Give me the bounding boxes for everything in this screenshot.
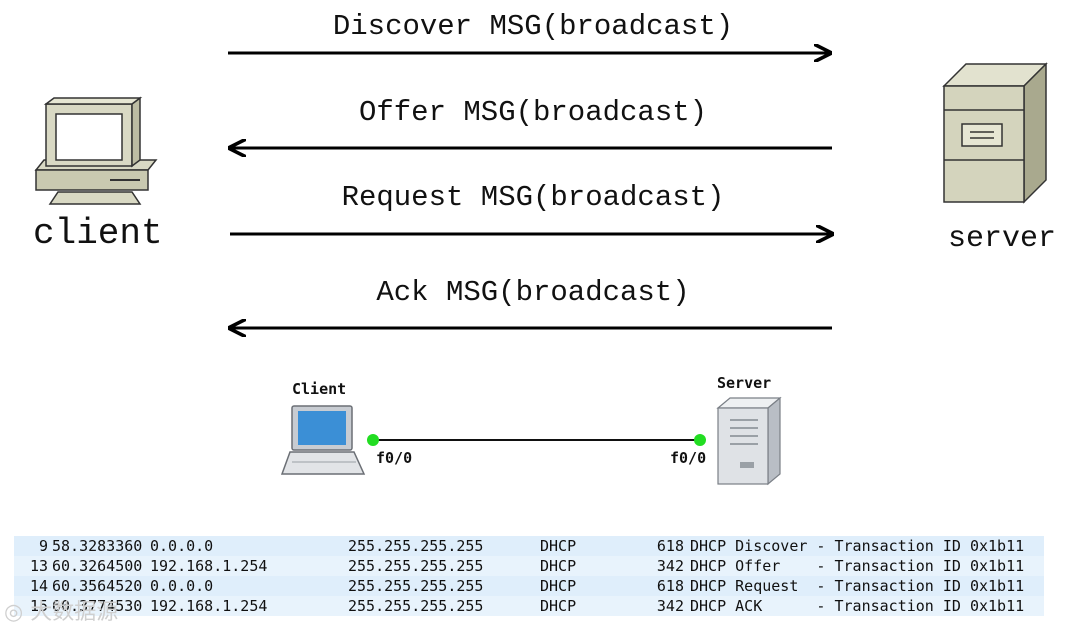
packet-no: 13	[29, 557, 48, 575]
packet-no: 14	[29, 577, 48, 595]
packet-row[interactable]: 14 60.3564520 0.0.0.0 255.255.255.255 DH…	[14, 576, 1044, 596]
packet-protocol: DHCP	[540, 597, 577, 615]
packet-destination: 255.255.255.255	[348, 557, 484, 575]
client-port-dot	[367, 434, 379, 446]
discover-label: Discover MSG(broadcast)	[332, 10, 734, 43]
server-label: server	[948, 222, 1057, 256]
server-port-label: f0/0	[670, 449, 707, 467]
packet-info: DHCP Request - Transaction ID 0x1b11	[690, 577, 1025, 595]
ack-label: Ack MSG(broadcast)	[376, 276, 690, 309]
packet-length: 342	[656, 597, 684, 615]
packet-row[interactable]: 15 60.3774530 192.168.1.254 255.255.255.…	[14, 596, 1044, 616]
packet-destination: 255.255.255.255	[348, 537, 484, 555]
client-label: client	[33, 213, 163, 254]
packet-no: 9	[38, 537, 48, 555]
packet-row[interactable]: 13 60.3264500 192.168.1.254 255.255.255.…	[14, 556, 1044, 576]
topology-server-label: Server	[717, 374, 772, 392]
topology-diagram	[280, 396, 782, 486]
packet-source: 192.168.1.254	[150, 557, 268, 575]
watermark-text: 大数据源	[30, 600, 119, 625]
packet-source: 192.168.1.254	[150, 597, 268, 615]
packet-source: 0.0.0.0	[150, 537, 214, 555]
packet-protocol: DHCP	[540, 557, 577, 575]
packet-protocol: DHCP	[540, 537, 577, 555]
request-label: Request MSG(broadcast)	[341, 181, 725, 214]
computer-icon	[34, 96, 158, 205]
offer-label: Offer MSG(broadcast)	[358, 96, 708, 129]
packet-time: 58.3283360	[52, 537, 143, 555]
packet-protocol: DHCP	[540, 577, 577, 595]
packet-info: DHCP ACK - Transaction ID 0x1b11	[690, 597, 1025, 615]
packet-length: 342	[656, 557, 684, 575]
packet-length: 618	[656, 577, 684, 595]
topology-client-label: Client	[292, 380, 347, 398]
watermark-logo-icon: ◎	[4, 600, 24, 625]
packet-time: 60.3564520	[52, 577, 143, 595]
server-icon	[942, 62, 1048, 204]
packet-destination: 255.255.255.255	[348, 577, 484, 595]
sequence-diagram	[34, 0, 1048, 360]
packet-info: DHCP Offer - Transaction ID 0x1b11	[690, 557, 1025, 575]
packet-destination: 255.255.255.255	[348, 597, 484, 615]
watermark: ◎ 大数据源	[4, 594, 118, 626]
packet-row[interactable]: 9 58.3283360 0.0.0.0 255.255.255.255 DHC…	[14, 536, 1044, 556]
packet-list: 9 58.3283360 0.0.0.0 255.255.255.255 DHC…	[14, 536, 1044, 616]
packet-time: 60.3774530	[52, 597, 143, 615]
client-port-label: f0/0	[376, 449, 413, 467]
laptop-icon	[280, 405, 366, 475]
packet-source: 0.0.0.0	[150, 577, 214, 595]
packet-no: 15	[29, 597, 48, 615]
packet-time: 60.3264500	[52, 557, 143, 575]
server-port-dot	[694, 434, 706, 446]
packet-info: DHCP Discover - Transaction ID 0x1b11	[690, 537, 1025, 555]
packet-length: 618	[656, 537, 684, 555]
server-tower-icon	[716, 396, 782, 486]
